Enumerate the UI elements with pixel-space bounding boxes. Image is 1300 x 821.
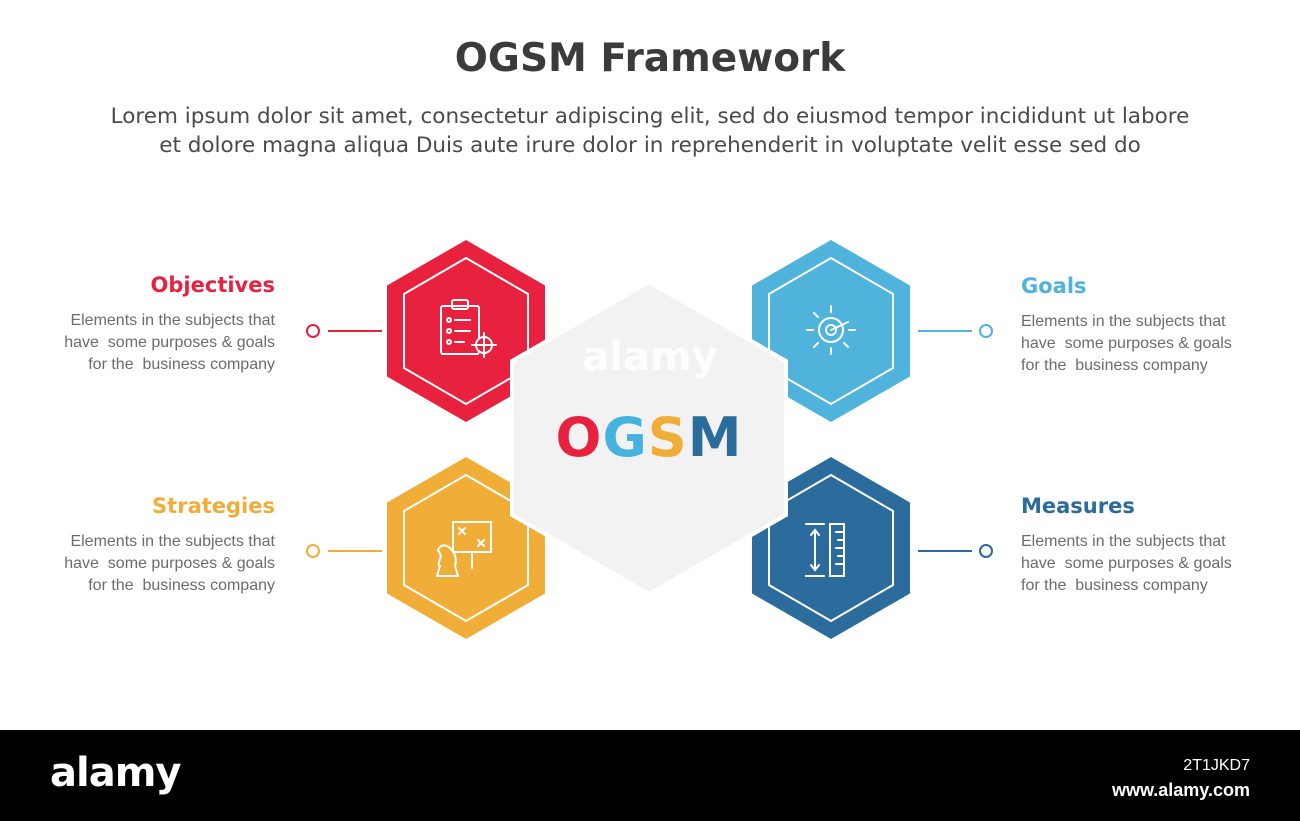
hexagon-objectives: [387, 240, 545, 422]
center-letter-g: G: [602, 406, 648, 469]
alamy-logo: alamy: [50, 750, 181, 796]
ogsm-diagram: [306, 240, 993, 639]
center-ogsm-word: OGSM: [514, 406, 784, 469]
subtitle-line-1: Lorem ipsum dolor sit amet, consectetur …: [110, 104, 1190, 129]
objectives-description: Elements in the subjects that have some …: [20, 310, 275, 376]
watermark-overlay-text: alamy: [582, 334, 718, 380]
chess-strategy-board-icon: [435, 521, 492, 577]
page-title: OGSM Framework: [454, 36, 846, 81]
clipboard-target-icon: [440, 299, 497, 358]
strategies-title: Strategies: [152, 494, 275, 518]
measures-desc-line-2: have some purposes & goals: [1021, 555, 1232, 572]
strategies-desc-line-2: have some purposes & goals: [64, 555, 275, 572]
connector-goals: [918, 324, 993, 338]
center-letter-m: M: [687, 406, 743, 469]
goals-desc-line-3: for the business company: [1021, 357, 1208, 374]
goals-desc-line-1: Elements in the subjects that: [1021, 313, 1226, 330]
goals-description: Elements in the subjects that have some …: [1021, 311, 1232, 377]
objectives-title: Objectives: [150, 273, 275, 297]
image-id: 2T1JKD7: [1183, 757, 1250, 774]
center-letter-s: S: [647, 406, 688, 469]
hexagon-goals: [752, 240, 910, 422]
site-url: www.alamy.com: [1111, 780, 1250, 800]
hexagon-center: [510, 279, 788, 597]
connector-objectives: [306, 324, 382, 338]
measures-title: Measures: [1021, 494, 1135, 518]
watermark-footer-bar: alamy 2T1JKD7 www.alamy.com: [0, 730, 1300, 821]
strategies-desc-line-3: for the business company: [88, 577, 275, 594]
objectives-desc-line-1: Elements in the subjects that: [70, 312, 275, 329]
hexagon-strategies: [387, 457, 545, 639]
strategies-description: Elements in the subjects that have some …: [20, 531, 275, 597]
dartboard-target-icon: [806, 305, 856, 355]
ruler-measure-icon: [805, 523, 845, 577]
strategies-desc-line-1: Elements in the subjects that: [70, 533, 275, 550]
measures-description: Elements in the subjects that have some …: [1021, 531, 1232, 597]
goals-desc-line-2: have some purposes & goals: [1021, 335, 1232, 352]
connector-measures: [918, 544, 993, 558]
measures-desc-line-3: for the business company: [1021, 577, 1208, 594]
measures-desc-line-1: Elements in the subjects that: [1021, 533, 1226, 550]
objectives-desc-line-2: have some purposes & goals: [64, 334, 275, 351]
goals-title: Goals: [1021, 274, 1087, 298]
connector-strategies: [306, 544, 382, 558]
objectives-desc-line-3: for the business company: [88, 356, 275, 373]
center-letter-o: O: [555, 406, 603, 469]
image-id-block: 2T1JKD7 www.alamy.com: [1112, 754, 1250, 802]
subtitle-line-2: et dolore magna aliqua Duis aute irure d…: [159, 133, 1141, 158]
page-subtitle: Lorem ipsum dolor sit amet, consectetur …: [40, 102, 1260, 160]
